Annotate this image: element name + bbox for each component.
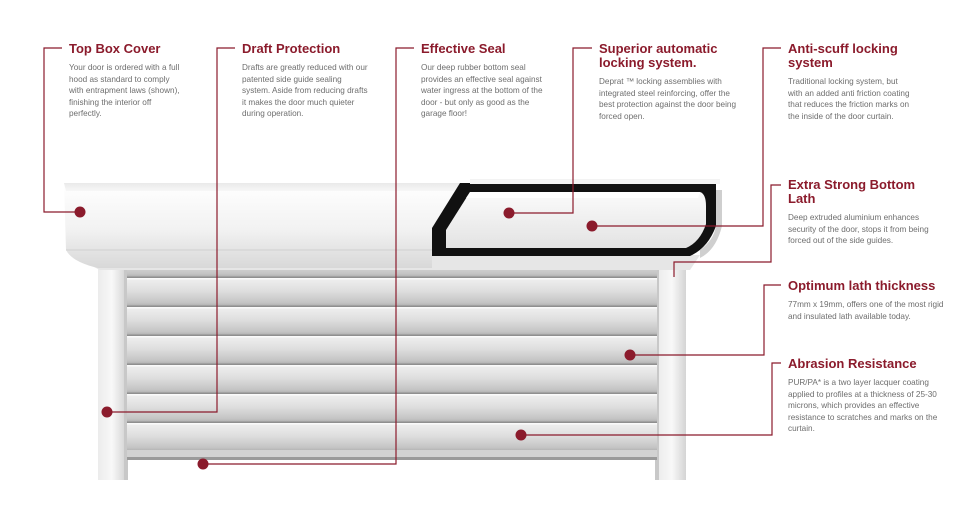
callout-title: Effective Seal [421, 41, 506, 56]
marker-dots [74, 206, 636, 470]
marker-lath-thickness [624, 349, 636, 361]
callout-title: Superior automatic locking system. [599, 41, 718, 70]
callout-effective-seal: Effective Seal Our deep rubber bottom se… [421, 42, 553, 120]
leader-draft-protection [107, 47, 235, 413]
callout-body: Traditional locking system, but with an … [788, 77, 910, 121]
callout-title: Top Box Cover [69, 41, 161, 56]
callout-body: Deep extruded aluminium enhances securit… [788, 213, 929, 246]
marker-top-box-cover [74, 206, 86, 218]
bottom-lath [127, 450, 657, 458]
leader-abrasion [521, 362, 781, 436]
leader-superior-locking [509, 47, 592, 214]
leader-effective-seal [203, 47, 414, 465]
leader-lines [43, 47, 781, 465]
callout-draft-protection: Draft Protection Drafts are greatly redu… [242, 42, 370, 120]
callout-body: Your door is ordered with a full hood as… [69, 63, 180, 119]
callout-title: Extra Strong Bottom Lath [788, 177, 916, 206]
callout-body: PUR/PA* is a two layer lacquer coating a… [788, 378, 938, 434]
top-box-cover [64, 183, 460, 268]
marker-superior-locking [503, 207, 515, 219]
callout-lath-thickness: Optimum lath thickness 77mm x 19mm, offe… [788, 279, 948, 322]
callout-abrasion: Abrasion Resistance PUR/PA* is a two lay… [788, 357, 938, 435]
callout-body: Our deep rubber bottom seal provides an … [421, 63, 543, 119]
marker-effective-seal [197, 458, 209, 470]
callout-title: Optimum lath thickness [788, 278, 936, 293]
marker-draft-protection [101, 406, 113, 418]
callout-body: 77mm x 19mm, offers one of the most rigi… [788, 300, 944, 321]
callout-title: Draft Protection [242, 41, 341, 56]
marker-abrasion [515, 429, 527, 441]
cutaway-section [432, 179, 722, 258]
callout-body: Deprat ™ locking assemblies with integra… [599, 77, 737, 121]
door-curtain [127, 268, 657, 451]
marker-anti-scuff [586, 220, 598, 232]
right-side-guide [658, 268, 686, 480]
callout-body: Drafts are greatly reduced with our pate… [242, 63, 368, 119]
leader-bottom-lath [673, 184, 781, 277]
callout-title: Abrasion Resistance [788, 356, 917, 371]
callout-anti-scuff: Anti-scuff locking system Traditional lo… [788, 42, 914, 122]
leader-anti-scuff [592, 47, 781, 227]
callout-bottom-lath: Extra Strong Bottom Lath Deep extruded a… [788, 178, 938, 247]
left-side-guide [98, 268, 126, 480]
callout-superior-locking: Superior automatic locking system. Depra… [599, 42, 739, 122]
leader-lath-thickness [630, 284, 781, 356]
callout-title: Anti-scuff locking system [788, 41, 898, 70]
callout-top-box-cover: Top Box Cover Your door is ordered with … [69, 42, 181, 120]
leader-top-box-cover [43, 47, 80, 213]
